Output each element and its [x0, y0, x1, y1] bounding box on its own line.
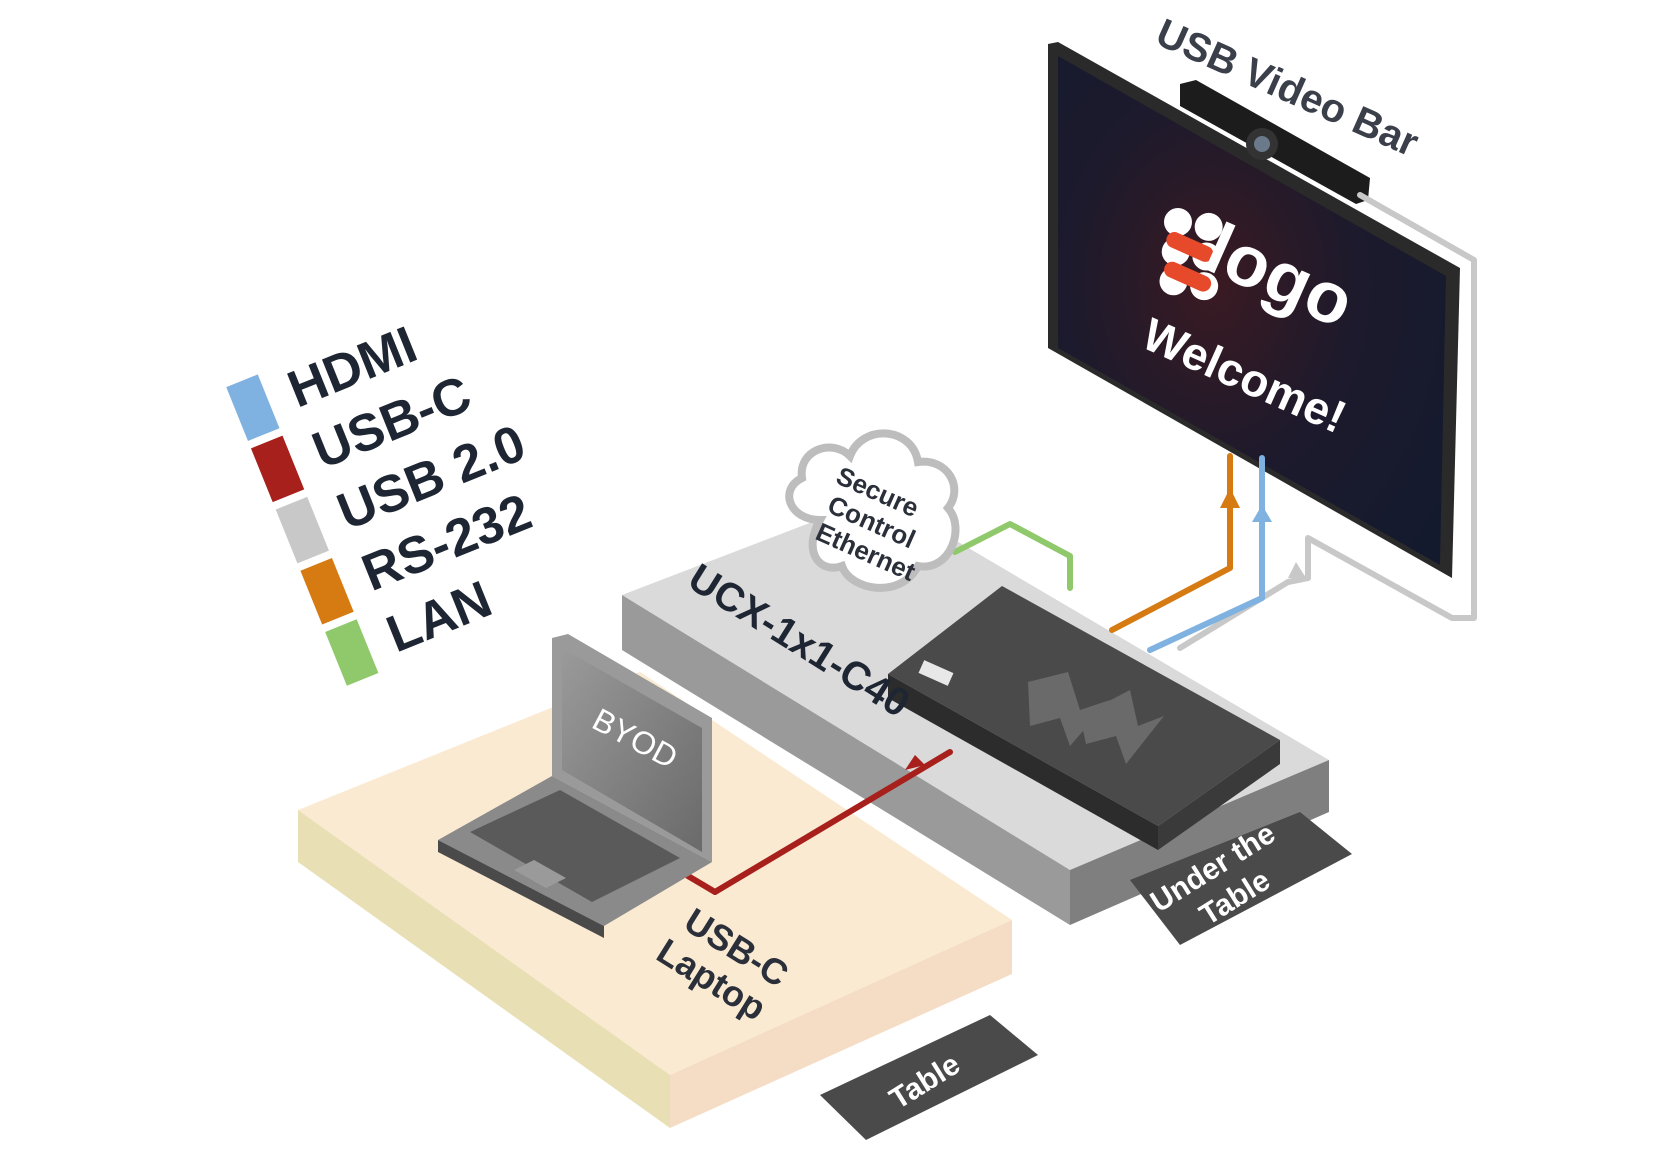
legend-swatch-hdmi — [226, 374, 280, 441]
cable-usb2 — [1177, 192, 1477, 651]
legend: HDMI USB-C USB 2.0 RS-232 LAN — [226, 316, 539, 686]
display: logo Welcome! — [1048, 42, 1460, 578]
cable-rs232 — [1109, 453, 1233, 633]
cables — [685, 192, 1477, 895]
cable-hdmi — [1147, 455, 1265, 653]
laptop: BYOD — [438, 634, 712, 938]
legend-swatch-usb2 — [275, 496, 329, 564]
legend-swatch-usbc — [250, 435, 305, 503]
screen-logo-icon — [1159, 208, 1223, 301]
cable-usbc — [685, 749, 953, 895]
display-screen — [1058, 56, 1446, 565]
cable-lan — [952, 521, 1073, 591]
ucx-device — [888, 586, 1280, 850]
legend-swatch-rs232 — [300, 558, 354, 625]
legend-swatch-lan — [325, 619, 379, 686]
laptop-screen — [562, 648, 702, 852]
